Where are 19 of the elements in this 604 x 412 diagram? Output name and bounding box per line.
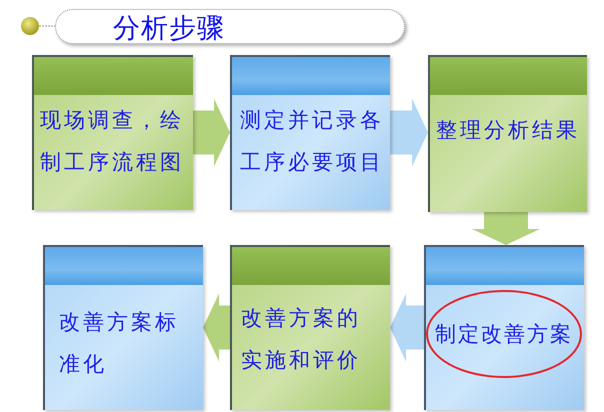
step-text: 制定改善方案 xyxy=(435,321,573,348)
step-text: 改善方案的实施和评价 xyxy=(241,305,362,374)
arrow xyxy=(472,212,540,245)
step-text: 整理分析结果 xyxy=(436,117,581,144)
step-text: 测定并记录各工序必要项目 xyxy=(240,107,385,176)
arrow xyxy=(390,98,428,166)
process-box xyxy=(230,245,390,410)
process-box xyxy=(428,55,587,212)
process-box xyxy=(32,55,193,210)
diagram-title: 分析步骤 xyxy=(113,12,225,46)
arrow xyxy=(193,98,230,166)
arrow xyxy=(203,294,230,362)
step-text: 现场调查，绘制工序流程图 xyxy=(40,107,185,176)
process-box xyxy=(43,245,203,410)
arrow xyxy=(390,294,424,362)
highlight-ellipse xyxy=(426,290,582,378)
step-text: 改善方案标准化 xyxy=(59,309,180,378)
process-box xyxy=(230,55,390,210)
process-box xyxy=(424,245,584,410)
